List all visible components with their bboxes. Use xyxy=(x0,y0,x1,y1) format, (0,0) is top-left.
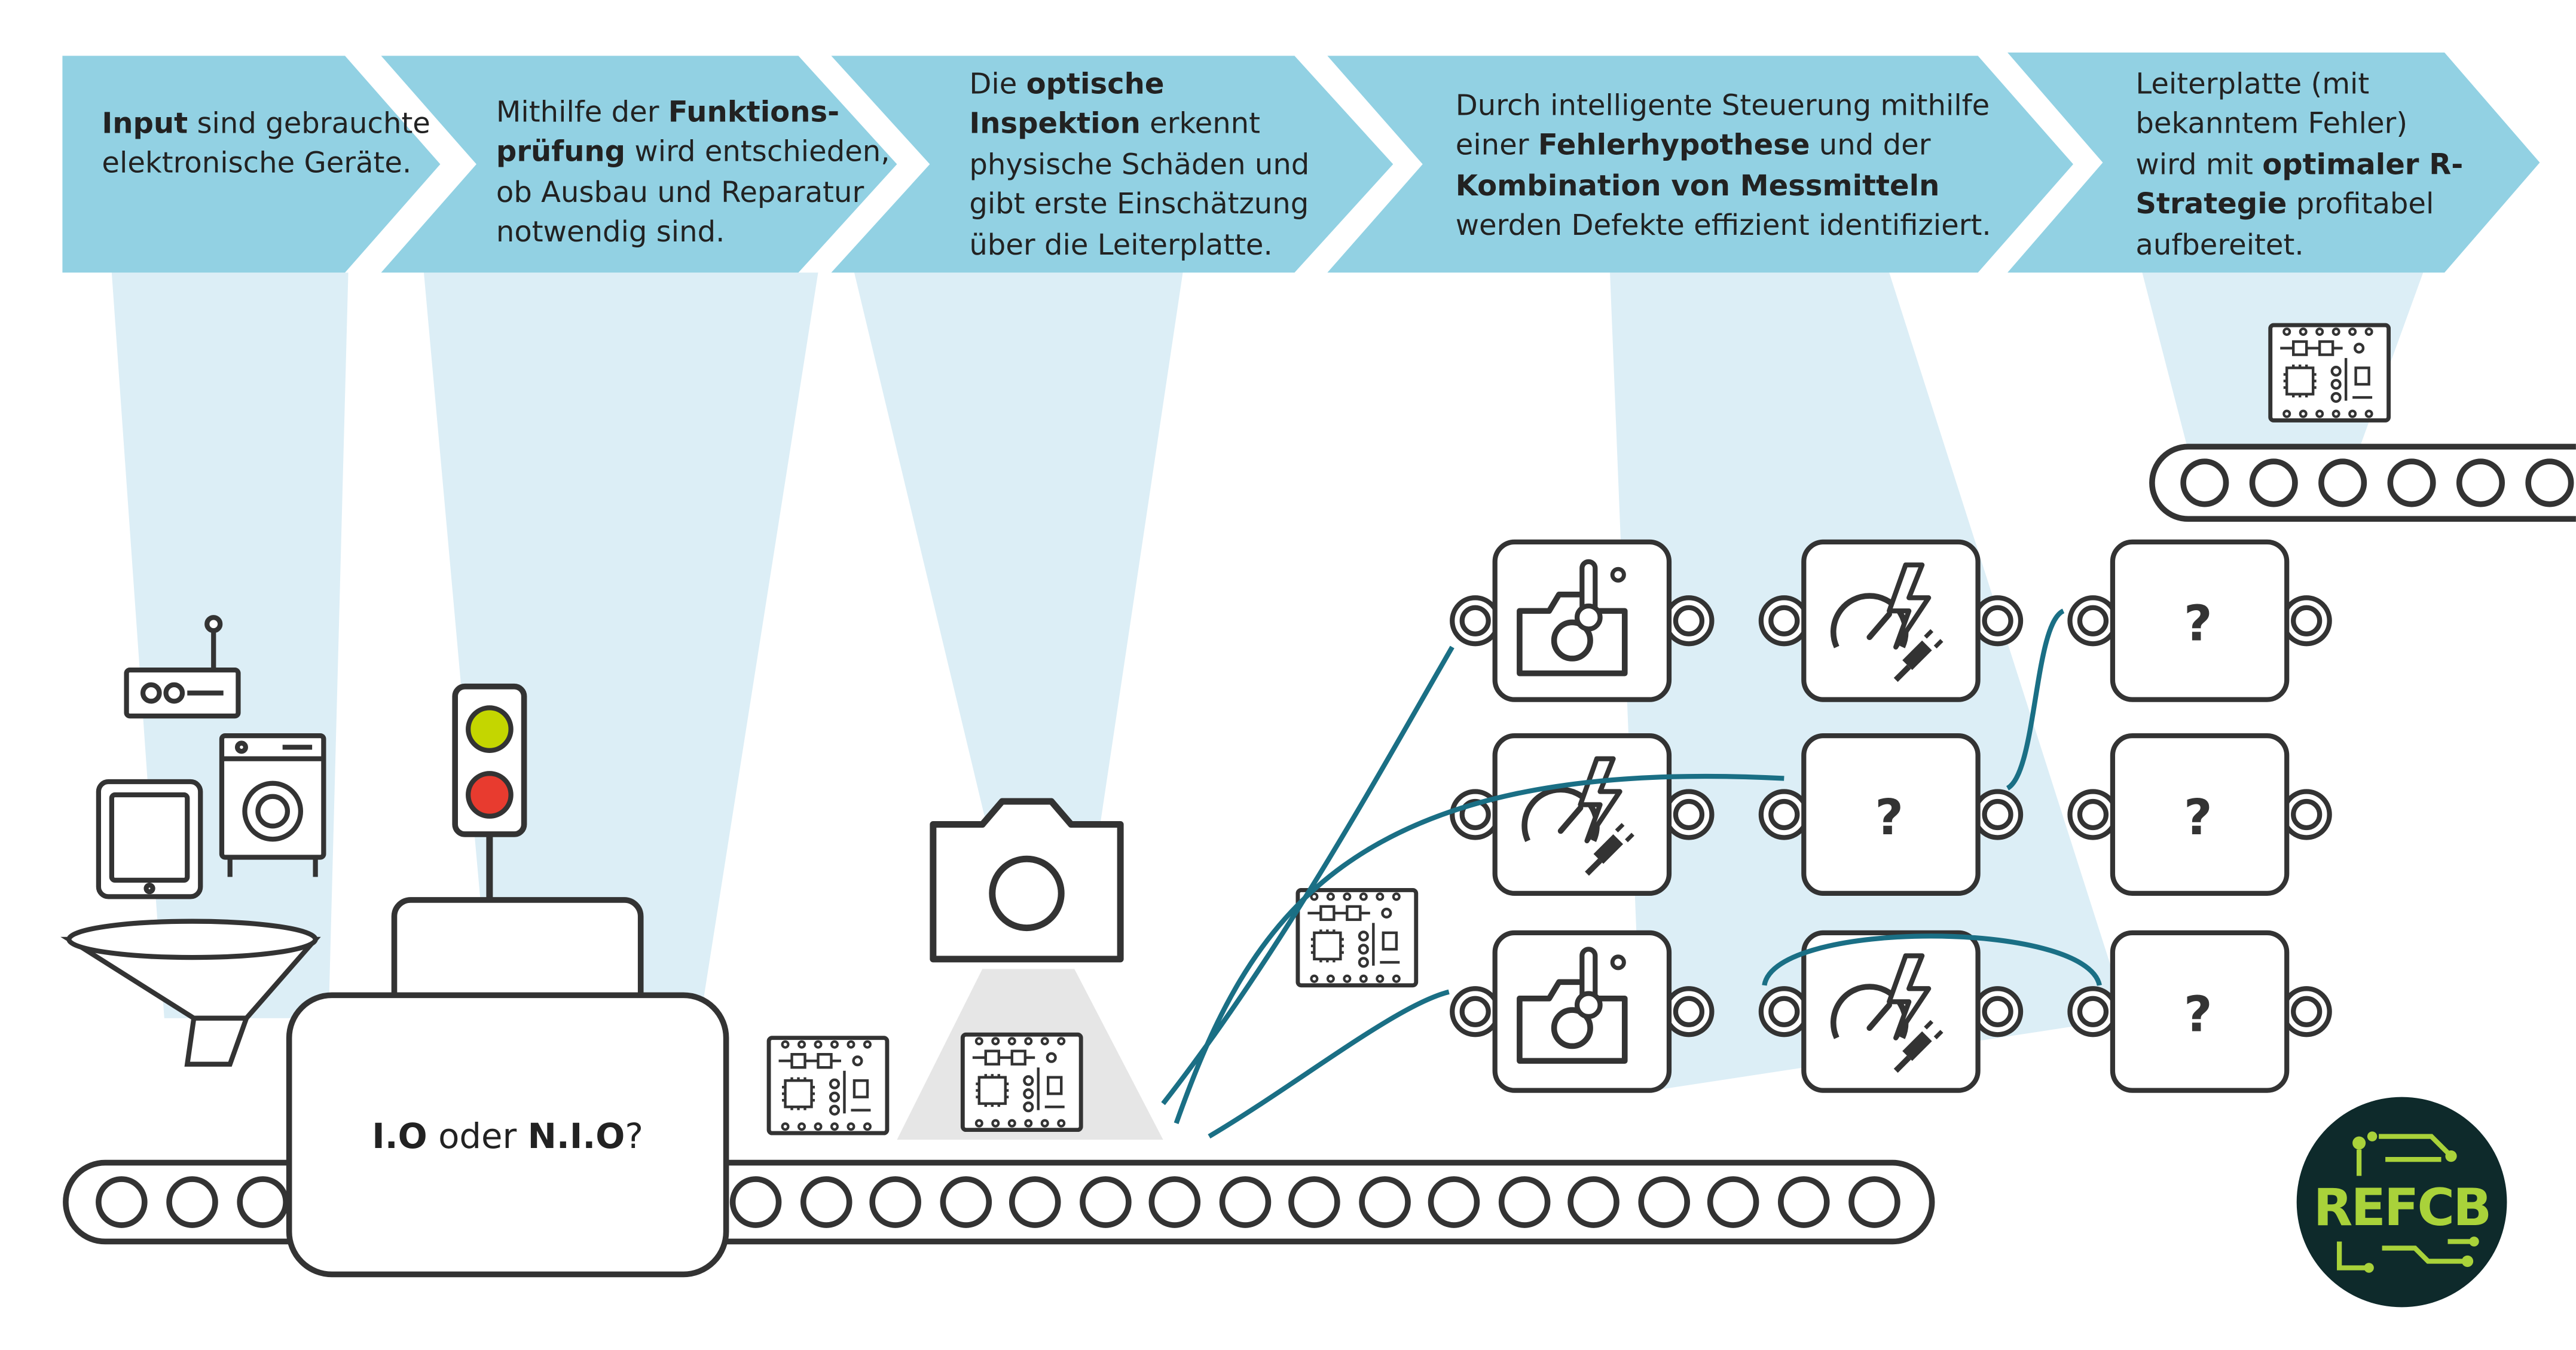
refcb-logo: REFCB xyxy=(2296,1097,2507,1308)
pcb-icon-belt xyxy=(769,1038,887,1133)
pcb-icon-lifted xyxy=(1298,890,1416,985)
funnel-icon xyxy=(60,919,321,1067)
step-input-text: Input sind gebrauchte elektronische Gerä… xyxy=(102,108,430,182)
output-conveyor xyxy=(2149,443,2576,522)
step-fault-hypothesis-text: Durch intelligente Steuerung mithilfe ei… xyxy=(1455,90,1991,244)
banner-step-optical-inspection xyxy=(831,56,1394,273)
camera-icon xyxy=(930,798,1124,963)
unknown-test-1: ? xyxy=(2184,595,2213,653)
router-icon xyxy=(124,615,241,719)
pcb-icon-inspected xyxy=(962,1034,1081,1129)
pcb-icon-output xyxy=(2271,325,2389,420)
beam-input xyxy=(111,273,349,1018)
banner-step-r-strategy xyxy=(2007,52,2540,273)
step-optical-inspection-text: Die optische Inspektion erkennt physisch… xyxy=(969,69,1310,262)
tablet-icon xyxy=(96,779,203,899)
unknown-test-4: ? xyxy=(2184,986,2213,1043)
test-station xyxy=(286,897,729,1278)
unknown-test-3: ? xyxy=(2184,789,2213,846)
banner-step-input xyxy=(62,56,441,273)
check-station-label: I.O oder N.I.O? xyxy=(372,1116,643,1156)
light-red xyxy=(466,771,514,819)
step-r-strategy-text: Leiterplatte (mit bekanntem Fehler) wird… xyxy=(2135,69,2464,262)
unknown-test-2: ? xyxy=(1875,789,1903,846)
logo-text: REFCB xyxy=(2314,1178,2491,1238)
beam-optical-inspection xyxy=(854,273,1183,822)
banner-step-function-test xyxy=(381,56,897,273)
light-yellow xyxy=(466,705,514,753)
traffic-light-icon xyxy=(452,683,527,900)
step-function-test-text: Mithilfe der Funktions-prüfung wird ents… xyxy=(496,97,890,250)
banner-step-fault-hypothesis xyxy=(1327,56,2073,273)
measurement-cables xyxy=(1161,608,2102,1139)
process-banner xyxy=(62,52,2540,273)
washing-machine-icon xyxy=(219,733,326,877)
beam-function-test xyxy=(423,273,818,1002)
